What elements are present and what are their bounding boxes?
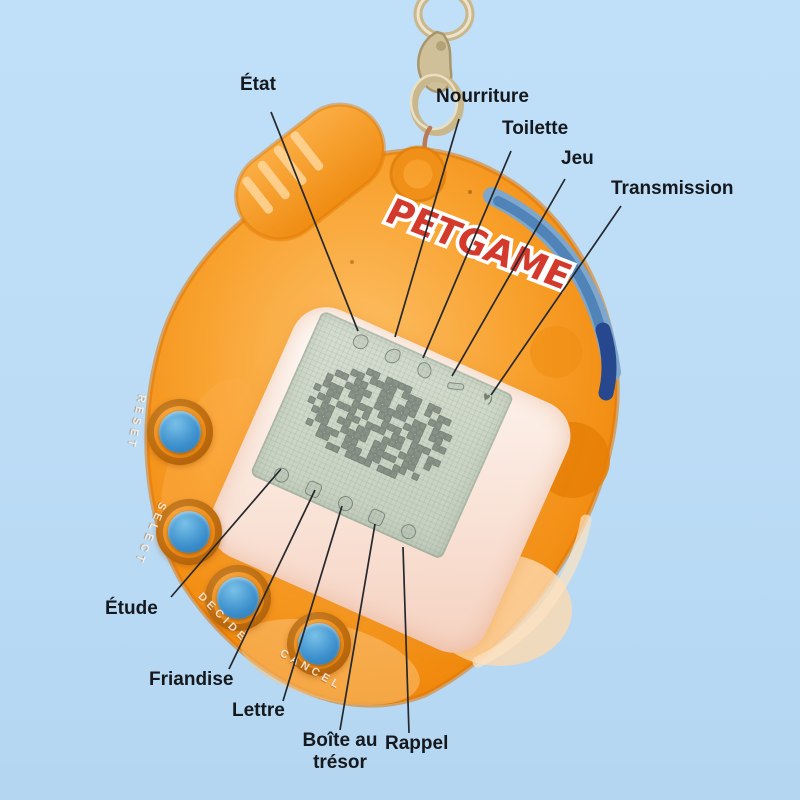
label-friandise: Friandise	[149, 669, 234, 690]
transmission-icon: ♥)	[479, 388, 495, 406]
status-icon	[350, 331, 371, 352]
label-toilette: Toilette	[502, 118, 569, 139]
recall-icon	[398, 521, 419, 542]
toilet-icon	[413, 359, 435, 381]
reset-button	[147, 399, 213, 465]
label-transmission: Transmission	[611, 178, 734, 199]
label-etude: Étude	[105, 598, 158, 619]
study-icon	[271, 465, 292, 485]
treat-icon	[303, 479, 324, 500]
keychain-chain	[409, 0, 475, 173]
label-lettre: Lettre	[232, 700, 285, 721]
treasure-box-icon	[366, 507, 387, 528]
label-jeu: Jeu	[561, 148, 594, 169]
label-rappel: Rappel	[385, 733, 449, 754]
game-icon	[447, 381, 465, 391]
decide-button	[205, 565, 271, 631]
label-nourriture: Nourriture	[436, 86, 529, 107]
food-icon	[383, 346, 402, 365]
label-boite-au-tresor: Boîte au trésor	[302, 730, 378, 773]
letter-icon	[335, 493, 355, 514]
label-etat: État	[240, 74, 276, 95]
